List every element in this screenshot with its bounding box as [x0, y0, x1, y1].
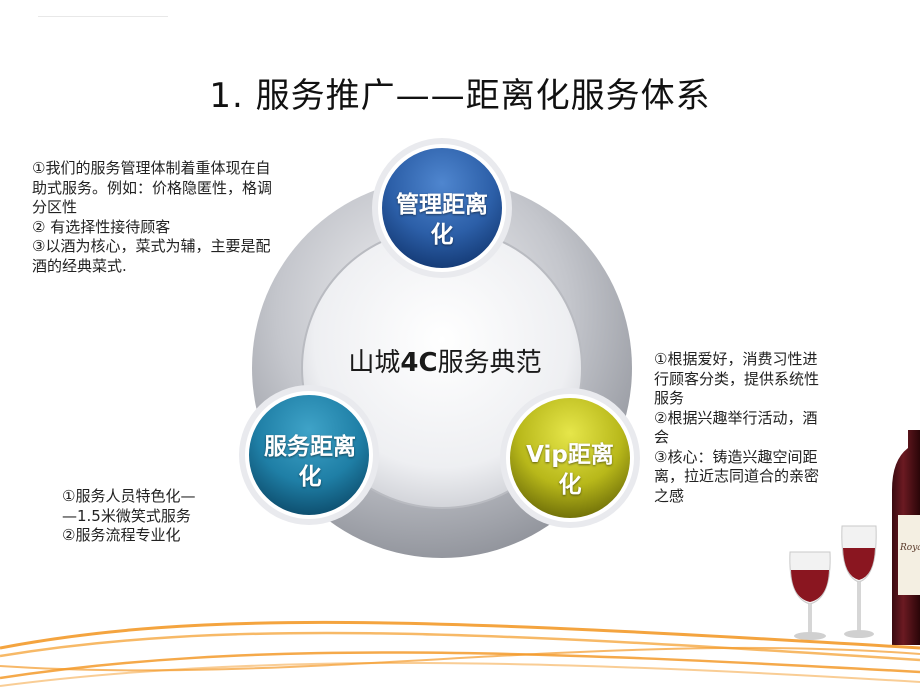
- management-label-line1: 管理距离: [396, 192, 488, 218]
- note-line: ②根据兴趣举行活动，酒: [654, 408, 818, 427]
- glass-stem: [808, 604, 812, 634]
- orange-wave-decoration: [0, 620, 920, 687]
- note-line: ③核心：铸造兴趣空间距: [654, 447, 818, 466]
- center-label-prefix: 山城: [348, 348, 401, 378]
- management-label-line2: 化: [430, 222, 454, 248]
- note-line: ①根据爱好，消费习性进: [654, 350, 818, 368]
- wine-fill: [791, 570, 829, 602]
- wine-illustration: Royal: [789, 430, 920, 645]
- service-circle: [245, 391, 373, 519]
- management-note: ①我们的服务管理体制着重体现在自 助式服务。例如：价格隐匿性，格调 分区性 ② …: [32, 159, 324, 276]
- vip-label-line2: 化: [558, 472, 582, 498]
- note-line: 助式服务。例如：价格隐匿性，格调: [32, 178, 273, 197]
- vip-label-line1: Vip距离: [526, 442, 614, 468]
- vip-note: ①根据爱好，消费习性进 行顾客分类，提供系统性 服务 ②根据兴趣举行活动，酒 会…: [654, 350, 880, 506]
- service-label-line2: 化: [298, 464, 322, 490]
- note-line: 服务: [654, 389, 685, 407]
- vip-circle-label: Vip距离 化: [500, 440, 640, 500]
- note-line: 行顾客分类，提供系统性: [654, 369, 820, 388]
- center-label-bold: 4C: [400, 348, 438, 378]
- note-line: ①我们的服务管理体制着重体现在自: [32, 159, 271, 177]
- glass-base: [794, 632, 826, 640]
- note-line: ②服务流程专业化: [62, 526, 181, 544]
- service-note: ①服务人员特色化— —1.5米微笑式服务 ②服务流程专业化: [62, 487, 252, 546]
- glass-base: [844, 630, 874, 638]
- bottle-label-text: Royal: [899, 543, 920, 553]
- slide-title: 1. 服务推广——距离化服务体系: [209, 76, 711, 116]
- note-line: ①服务人员特色化—: [62, 487, 196, 505]
- note-line: 分区性: [32, 198, 78, 216]
- vip-circle: [506, 394, 634, 522]
- bottle-label: [898, 515, 920, 595]
- note-line: 会: [654, 428, 670, 446]
- center-label-suffix: 服务典范: [437, 348, 542, 378]
- note-line: 酒的经典菜式.: [32, 256, 127, 275]
- note-line: ② 有选择性接待顾客: [32, 217, 171, 236]
- note-line: ③以酒为核心，菜式为辅，主要是配: [32, 237, 271, 255]
- center-label: 山城4C服务典范: [300, 342, 590, 379]
- management-circle-label: 管理距离 化: [372, 190, 512, 250]
- glass-stem: [857, 582, 861, 632]
- top-decor-rule: [38, 16, 168, 17]
- service-label-line1: 服务距离: [264, 434, 356, 460]
- note-line: 之感: [654, 486, 685, 505]
- management-circle: [378, 144, 506, 272]
- wine-fill: [843, 548, 875, 580]
- note-line: 离，拉近志同道合的亲密: [654, 467, 820, 485]
- note-line: —1.5米微笑式服务: [62, 506, 191, 525]
- service-circle-label: 服务距离 化: [240, 432, 380, 492]
